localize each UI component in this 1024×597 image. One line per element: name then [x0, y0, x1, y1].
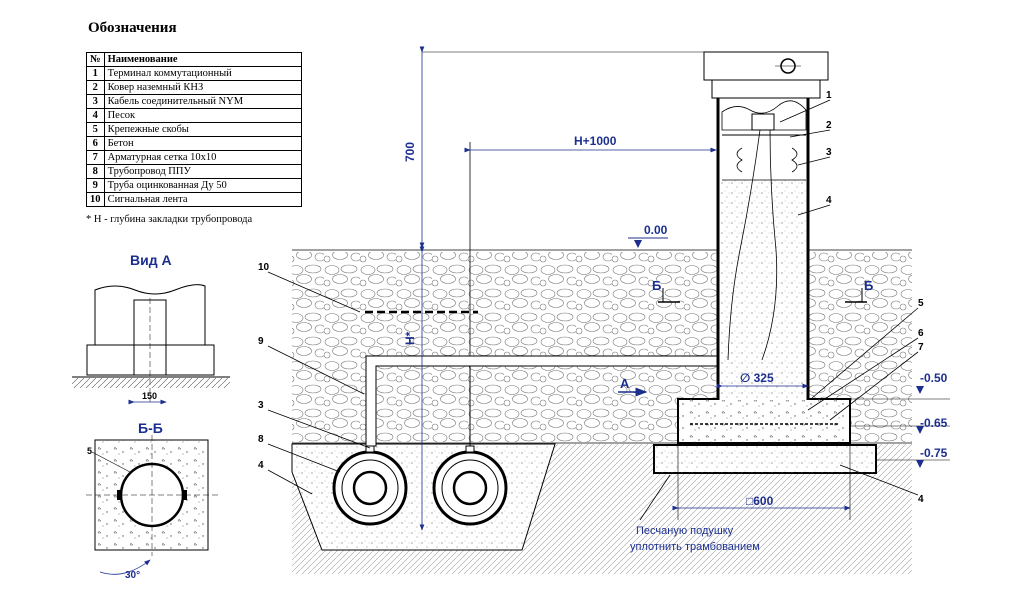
- level-marker-0: [628, 237, 668, 248]
- dim-h1000: H+1000: [574, 134, 617, 148]
- callout-7: 7: [918, 342, 924, 353]
- callout-1: 1: [826, 90, 832, 101]
- sand-note-line2: уплотнить трамбованием: [630, 541, 760, 553]
- dim-700: 700: [403, 142, 417, 162]
- view-a-dim-150: 150: [142, 391, 157, 401]
- view-a: [72, 284, 230, 405]
- concrete-base: [678, 399, 850, 443]
- legend-name: Сигнальная лента: [103, 192, 302, 207]
- dim-hstar: H*: [403, 331, 417, 345]
- section-bb-angle: 30°: [125, 570, 140, 581]
- view-a-title: Вид А: [130, 252, 172, 268]
- ppu-pipe-left: [332, 445, 408, 526]
- level-marker-050: [850, 386, 950, 400]
- callout-8: 8: [258, 434, 264, 445]
- ground-cover-cap: [703, 51, 829, 81]
- callout-4c: 4: [918, 494, 924, 505]
- legend-title: Обозначения: [88, 20, 177, 36]
- sand-trench: [291, 443, 556, 551]
- section-mark-b-right: Б: [864, 278, 873, 293]
- section-mark-b-left: Б: [652, 278, 661, 293]
- sand-cushion: [654, 445, 876, 473]
- callout-9: 9: [258, 336, 264, 347]
- dim-600: □600: [746, 494, 774, 508]
- sand-note-line1: Песчаную подушку: [636, 525, 734, 537]
- level-000: 0.00: [644, 223, 668, 237]
- legend-note: * Н - глубина закладки трубопровода: [86, 214, 253, 225]
- section-bb-callout-5: 5: [87, 446, 92, 456]
- level-075: -0.75: [920, 446, 948, 460]
- callout-3: 3: [826, 147, 832, 158]
- section-bb: [86, 435, 218, 575]
- callout-2: 2: [826, 120, 832, 131]
- ppu-pipe-right: [432, 445, 508, 526]
- section-bb-title: Б-Б: [138, 420, 163, 436]
- level-marker-065: [850, 425, 950, 434]
- level-065: -0.65: [920, 416, 948, 430]
- callout-4b: 4: [258, 460, 264, 471]
- callout-3b: 3: [258, 400, 264, 411]
- level-050: -0.50: [920, 371, 948, 385]
- level-marker-075: [876, 459, 950, 468]
- callout-5: 5: [918, 298, 924, 309]
- callout-6: 6: [918, 328, 924, 339]
- dim-325: ∅ 325: [740, 371, 774, 385]
- callout-4: 4: [826, 195, 832, 206]
- terminal-box: [751, 113, 775, 131]
- callout-10: 10: [258, 262, 270, 273]
- sand-fill: [718, 180, 808, 400]
- view-mark-a: А: [620, 376, 630, 391]
